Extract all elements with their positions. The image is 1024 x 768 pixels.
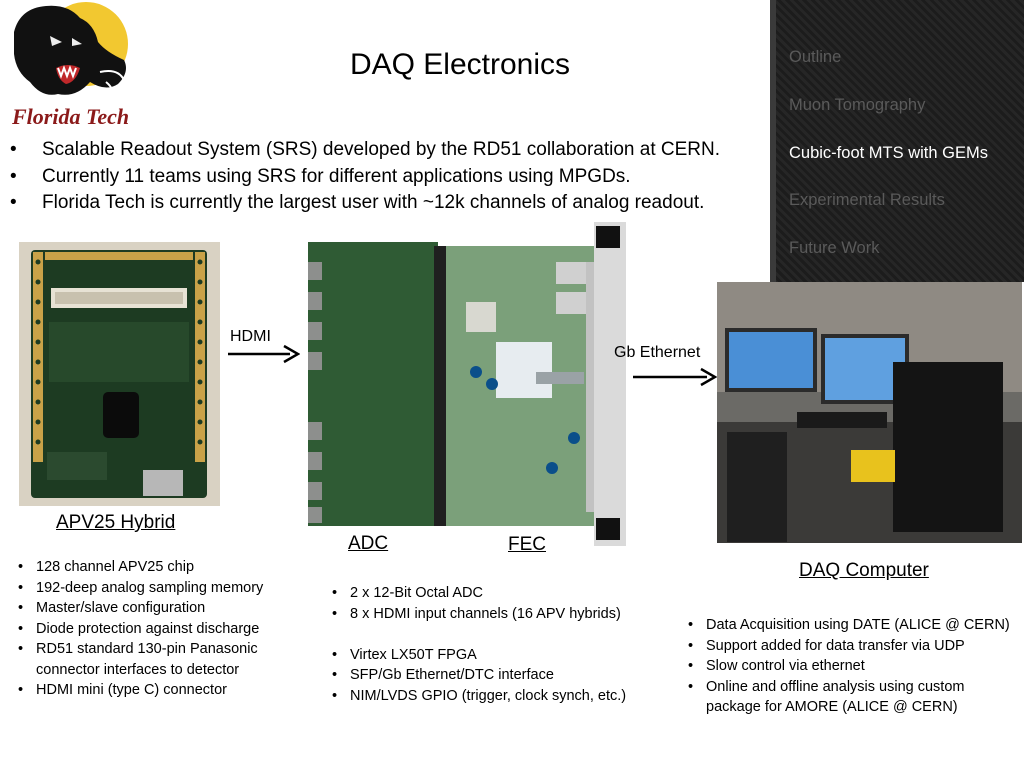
list-item: Diode protection against discharge: [16, 619, 306, 640]
daq-computer-caption: DAQ Computer: [799, 560, 929, 581]
hdmi-label: HDMI: [230, 328, 271, 345]
daq-computer-photo: [717, 282, 1022, 543]
nav-panel-edge: [770, 0, 776, 282]
adc-caption: ADC: [348, 533, 389, 554]
list-item: Support added for data transfer via UDP: [686, 636, 1022, 657]
apv25-hybrid-caption: APV25 Hybrid: [56, 512, 176, 533]
list-item: 8 x HDMI input channels (16 APV hybrids): [330, 604, 660, 625]
intro-bullet: Scalable Readout System (SRS) developed …: [8, 137, 720, 164]
nav-item-cubic-foot-mts[interactable]: Cubic-foot MTS with GEMs: [789, 144, 988, 162]
logo-wordmark: Florida Tech: [12, 104, 130, 129]
list-item: 128 channel APV25 chip: [16, 557, 306, 578]
adc-fec-boards-photo: [306, 222, 628, 546]
gb-ethernet-arrow-icon: [633, 367, 717, 387]
list-item: Online and offline analysis using custom…: [686, 677, 1022, 718]
list-item: RD51 standard 130-pin Panasonic connecto…: [16, 639, 292, 680]
list-item: SFP/Gb Ethernet/DTC interface: [330, 665, 660, 686]
gb-ethernet-label: Gb Ethernet: [614, 344, 701, 361]
list-item: Master/slave configuration: [16, 598, 306, 619]
nav-item-muon-tomography[interactable]: Muon Tomography: [789, 96, 926, 114]
slide-title: DAQ Electronics: [349, 48, 571, 81]
fec-caption: FEC: [508, 534, 546, 555]
list-item: Data Acquisition using DATE (ALICE @ CER…: [686, 615, 1022, 636]
florida-tech-panther-logo: [14, 2, 128, 99]
apv25-hybrid-photo: [19, 242, 220, 506]
nav-item-outline[interactable]: Outline: [789, 48, 842, 66]
daq-computer-features-list: Data Acquisition using DATE (ALICE @ CER…: [686, 615, 1022, 718]
intro-bullet: Currently 11 teams using SRS for differe…: [8, 164, 720, 191]
intro-bullet: Florida Tech is currently the largest us…: [8, 190, 720, 217]
intro-bullet-list: Scalable Readout System (SRS) developed …: [8, 137, 720, 217]
nav-item-experimental-results[interactable]: Experimental Results: [789, 191, 945, 209]
nav-item-future-work[interactable]: Future Work: [789, 239, 880, 257]
list-item: Virtex LX50T FPGA: [330, 645, 660, 666]
adc-fec-features-list: 2 x 12-Bit Octal ADC 8 x HDMI input chan…: [330, 583, 660, 706]
apv25-features-list: 128 channel APV25 chip 192-deep analog s…: [16, 557, 306, 701]
list-item: 192-deep analog sampling memory: [16, 578, 306, 599]
list-item: Slow control via ethernet: [686, 656, 1022, 677]
hdmi-arrow-icon: [228, 344, 300, 364]
list-item: 2 x 12-Bit Octal ADC: [330, 583, 660, 604]
section-nav-panel: Outline Muon Tomography Cubic-foot MTS w…: [770, 0, 1024, 282]
list-spacer: [330, 624, 660, 645]
list-item: HDMI mini (type C) connector: [16, 680, 306, 701]
list-item: NIM/LVDS GPIO (trigger, clock synch, etc…: [330, 686, 660, 707]
